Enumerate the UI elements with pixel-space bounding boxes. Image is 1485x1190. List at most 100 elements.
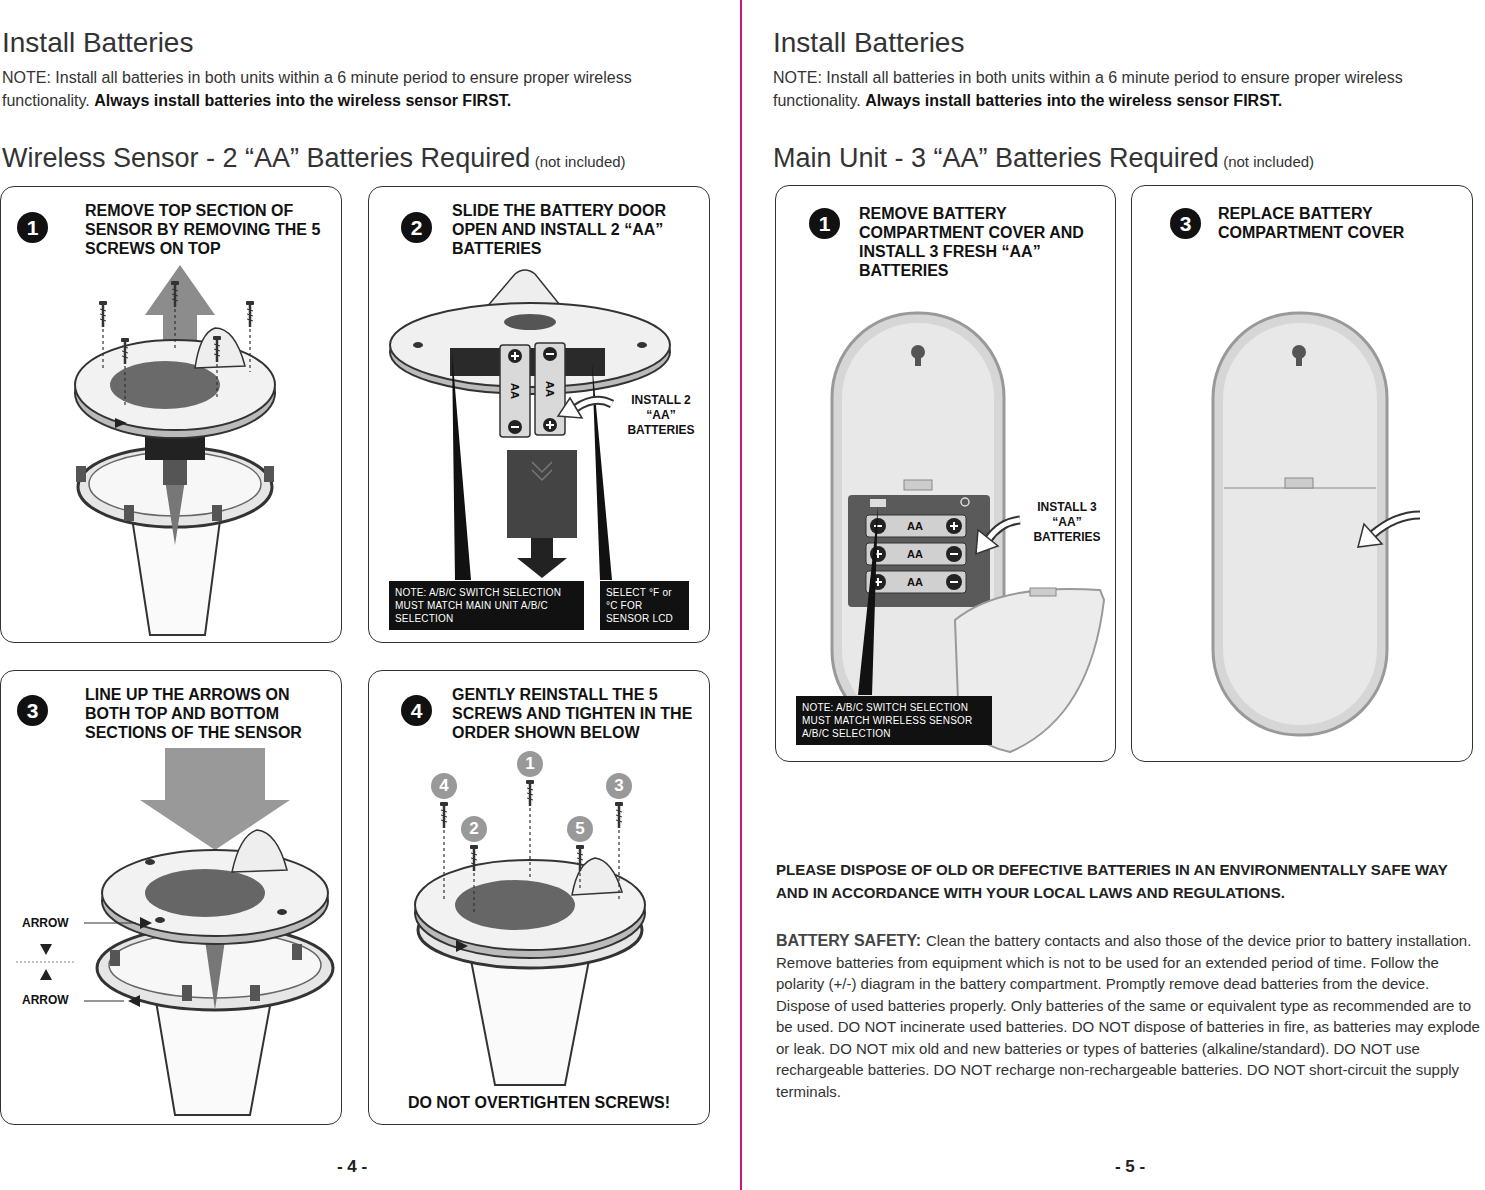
sensor-align: [84, 1000, 124, 1001]
sensor-align: [40, 969, 52, 980]
page-heading-text: Install Batteries: [773, 27, 964, 58]
sensor-battery-bay: [508, 420, 522, 434]
page-divider: [741, 0, 742, 1190]
sensor-battery-bay: [576, 400, 612, 408]
section-heading-text: (not included): [1223, 153, 1314, 170]
sensor-align: [140, 917, 152, 929]
sensor-align: [182, 985, 192, 1001]
page-number: - 5 -: [1098, 1156, 1162, 1178]
callout-number: 3: [606, 776, 632, 796]
sensor-align: [110, 950, 120, 966]
sensor-align: [16, 748, 333, 1115]
warning-text: DO NOT OVERTIGHTEN SCREWS!: [369, 1093, 709, 1112]
battery-label-text: AA: [907, 548, 923, 560]
main-unit-open: [858, 506, 878, 695]
step-panel: 3LINE UP THE ARROWS ON BOTH TOP AND BOTT…: [0, 670, 342, 1125]
sensor-exploded: [75, 265, 275, 635]
sensor-screw-order: [606, 773, 632, 799]
step-heading: SLIDE THE BATTERY DOOR OPEN AND INSTALL …: [452, 201, 702, 258]
callout-text: INSTALL 3 “AA” BATTERIES: [1024, 500, 1110, 545]
safety-text: BATTERY SAFETY:Clean the battery contact…: [776, 930, 1481, 1102]
sensor-battery-bay: [413, 342, 423, 348]
install-note-text: Always install batteries into the wirele…: [94, 92, 511, 109]
sensor-battery-bay: [508, 349, 522, 363]
arrow-label-text: ARROW: [22, 916, 69, 930]
sensor-exploded: [75, 340, 275, 430]
battery-label-text: AA: [509, 383, 521, 399]
sensor-align: [232, 830, 287, 872]
sensor-align: [145, 869, 265, 917]
main-unit-open: [988, 520, 1020, 540]
callout-number: 1: [517, 754, 543, 774]
main-unit-closed: [1372, 515, 1420, 535]
main-unit-open: [870, 499, 886, 507]
sensor-battery-bay: [507, 450, 577, 538]
step-number: 4: [401, 695, 432, 726]
battery-label-text: AA: [544, 381, 556, 397]
arrow-label-text: ARROW: [22, 993, 69, 1007]
main-unit-open: [946, 518, 962, 534]
sensor-exploded: [76, 466, 86, 482]
battery-label-text: AA: [907, 576, 923, 588]
sensor-screw-order: [470, 845, 478, 871]
sensor-screw-order: [444, 808, 619, 915]
sensor-exploded: [249, 329, 250, 372]
callout-text-text: INSTALL 2 “AA” BATTERIES: [627, 393, 694, 437]
sensor-battery-bay: [532, 462, 552, 480]
sensor-screw-order: [461, 816, 487, 842]
sensor-screw-order: [517, 751, 543, 777]
main-unit-open: [832, 313, 1104, 752]
main-unit-open: [946, 574, 962, 590]
main-unit-closed: [1285, 478, 1313, 488]
note-text: NOTE: A/B/C SWITCH SELECTION MUST MATCH …: [802, 701, 986, 740]
sensor-screw-order: [440, 802, 448, 828]
sensor-screw-order: [443, 830, 444, 900]
section-heading-text: Main Unit - 3 “AA” Batteries Required: [773, 143, 1219, 173]
sensor-exploded: [212, 505, 222, 521]
step-heading: REMOVE TOP SECTION OF SENSOR BY REMOVING…: [85, 201, 335, 258]
note-box: SELECT °F or °C FOR SENSOR LCD: [600, 581, 689, 630]
sensor-battery-bay: [531, 538, 553, 560]
section-heading-text: (not included): [535, 153, 626, 170]
note-box: NOTE: A/B/C SWITCH SELECTION MUST MATCH …: [389, 581, 584, 630]
sensor-battery-bay: [535, 343, 565, 435]
sensor-battery-bay: [576, 400, 612, 408]
page-number-text: - 4 -: [337, 1157, 367, 1176]
sensor-exploded: [145, 265, 215, 345]
sensor-screw-order: [415, 751, 645, 1085]
sensor-battery-bay: [452, 352, 471, 580]
sensor-exploded: [124, 505, 134, 521]
sensor-screw-order: [576, 845, 584, 871]
callout-text-text: INSTALL 3 “AA” BATTERIES: [1033, 500, 1100, 544]
main-unit-closed: [1372, 515, 1420, 535]
step-heading: REPLACE BATTERY COMPARTMENT COVER: [1218, 204, 1468, 242]
note-box: NOTE: A/B/C SWITCH SELECTION MUST MATCH …: [796, 696, 992, 745]
install-note: NOTE: Install all batteries in both unit…: [2, 66, 722, 112]
step-panel: 3REPLACE BATTERY COMPARTMENT COVER: [1131, 185, 1473, 762]
callout-number-text: 2: [469, 819, 478, 838]
battery-label: AA: [542, 371, 558, 407]
main-unit-open: [976, 530, 998, 554]
sensor-align: [145, 859, 155, 865]
sensor-exploded: [121, 338, 129, 364]
sensor-battery-bay: [592, 362, 612, 580]
step-panel: 1REMOVE TOP SECTION OF SENSOR BY REMOVIN…: [0, 186, 342, 643]
note-text: NOTE: A/B/C SWITCH SELECTION MUST MATCH …: [395, 586, 578, 625]
sensor-screw-order: [579, 873, 580, 890]
page-heading-text: Install Batteries: [2, 27, 193, 58]
callout-number-text: 1: [525, 754, 534, 773]
main-unit-closed: [1213, 313, 1420, 735]
main-unit-open: [988, 520, 1020, 540]
sensor-exploded: [213, 336, 221, 362]
sensor-align: [128, 995, 140, 1007]
sensor-exploded: [246, 301, 254, 327]
sensor-screw-order: [526, 780, 534, 806]
main-unit-closed: [1213, 313, 1387, 735]
step-panel: 1REMOVE BATTERY COMPARTMENT COVER AND IN…: [775, 185, 1116, 762]
sensor-battery-bay: [511, 352, 519, 360]
callout-number: 2: [461, 819, 487, 839]
page-number-text: - 5 -: [1115, 1157, 1145, 1176]
main-unit-open: [961, 498, 969, 506]
sensor-align: [155, 917, 165, 923]
